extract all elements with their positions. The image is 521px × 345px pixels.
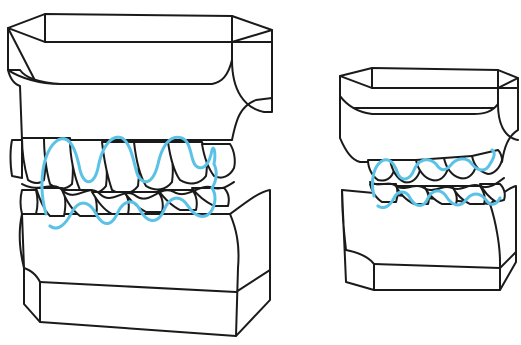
large-upper-cast-icon xyxy=(8,14,272,140)
small-dental-model xyxy=(340,68,518,290)
small-upper-cast-icon xyxy=(340,68,518,162)
large-dental-model xyxy=(8,14,272,336)
